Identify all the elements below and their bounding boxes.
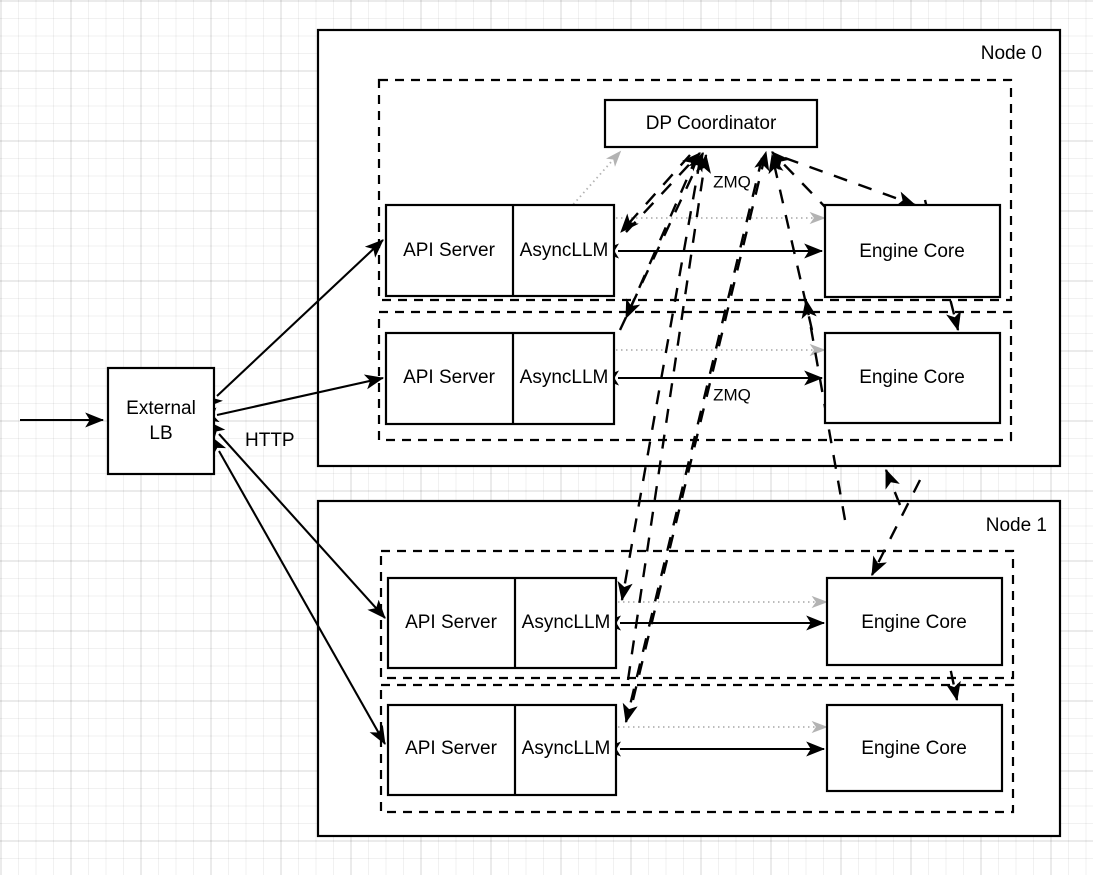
edge-dashed-coord-to-node0-async0 [620, 154, 691, 233]
zmq-label-mid: ZMQ [713, 385, 751, 404]
node-1-async-llm-label-1: AsyncLLM [522, 738, 611, 759]
node-0-label: Node 0 [981, 43, 1042, 64]
external-lb-label-line2: LB [149, 423, 172, 444]
edge-dashed-coord-node1-async1 [631, 150, 770, 701]
node-0-async-llm-label-1: AsyncLLM [520, 367, 609, 388]
node-1-async-llm-label-0: AsyncLLM [522, 612, 611, 633]
node-1-engine-core-box-0[interactable] [825, 576, 1004, 667]
edge-dashed-coord-to-node1-async1 [622, 157, 764, 724]
node-1-engine-core-label-0: Engine Core [861, 612, 967, 633]
dp-coordinator-label: DP Coordinator [646, 113, 777, 134]
node-0-engine-core-label-1: Engine Core [859, 367, 965, 388]
node-1-api-server-box-0[interactable] [386, 576, 618, 670]
external-lb-label-line1: External [126, 398, 196, 419]
edge-dashed-coord-node0-async0 [625, 152, 701, 233]
node-0-engine-core-box-0[interactable] [823, 203, 1002, 299]
node-1-label: Node 1 [986, 515, 1047, 536]
edge-dashed-coord-node0-core0 [771, 151, 831, 213]
node-0-engine-group-0 [377, 78, 1013, 302]
node-1-engine-group-1 [379, 683, 1015, 814]
zmq-label-top: ZMQ [713, 172, 751, 191]
edge-dashed-coord-to-node1-core0 [870, 479, 922, 577]
dp-coordinator-box[interactable] [603, 98, 819, 149]
external-lb-box[interactable] [106, 366, 216, 476]
node-1-engine-core-box-1[interactable] [825, 703, 1004, 793]
http-label: HTTP [245, 430, 295, 451]
edge-dashed-coord-node1-async0 [626, 153, 711, 681]
edge-lb-to-node0-api0 [203, 239, 384, 409]
edge-lb-to-node0-api1 [199, 374, 385, 423]
node-0-async-llm-label-0: AsyncLLM [520, 240, 609, 261]
node-1-engine-core-label-1: Engine Core [861, 738, 967, 759]
node-0-api-server-label-0: API Server [403, 240, 496, 261]
node-0-engine-core-box-1[interactable] [823, 331, 1002, 425]
node-1-engine-group-0 [379, 549, 1015, 680]
node-1-api-server-label-0: API Server [405, 612, 498, 633]
edge-dashed-coord-to-node0-async1 [624, 155, 699, 320]
node-0-engine-core-label-0: Engine Core [859, 241, 965, 262]
edge-dashed-coord-to-node0-core1 [923, 199, 962, 332]
node-1-api-server-label-1: API Server [405, 738, 498, 759]
edge-dashed-coord-to-node1-async0 [617, 159, 702, 602]
node-0-api-server-box-0[interactable] [384, 203, 616, 298]
node-0-api-server-box-1[interactable] [384, 331, 616, 426]
node-1-api-server-box-1[interactable] [386, 703, 618, 797]
edge-lb-to-node1-api1 [210, 435, 386, 745]
node-0-api-server-label-1: API Server [403, 367, 496, 388]
edge-dashed-coord-to-node0-core0 [784, 156, 917, 207]
edge-dashed-coord-node1-core1 [884, 468, 902, 506]
